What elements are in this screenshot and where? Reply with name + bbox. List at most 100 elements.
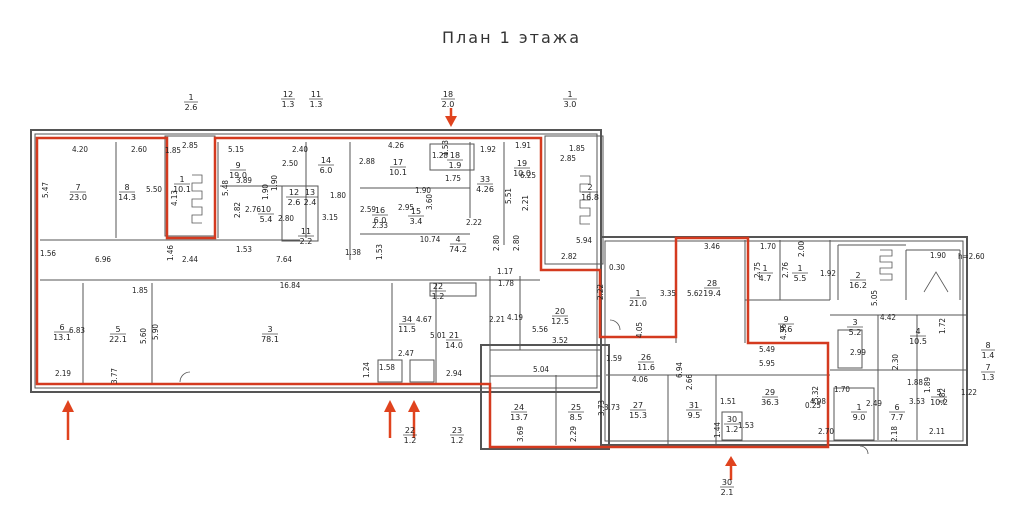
dimension-label: 1.22 [961, 388, 977, 397]
dimension-label: 4.82 [938, 388, 947, 404]
dimension-label: 1.90 [415, 186, 431, 195]
room-number: 6 [894, 403, 899, 412]
dimension-label: 1.24 [362, 362, 371, 378]
room-area: 7.7 [891, 413, 904, 422]
dimension-label: 2.19 [55, 369, 71, 378]
room-area: 11.5 [398, 325, 416, 334]
walls [30, 129, 968, 455]
dimension-label: 1.44 [713, 422, 722, 438]
room-label: 166.0 [372, 206, 388, 225]
dimension-label: 5.01 [430, 331, 446, 340]
room-number: 10 [261, 205, 271, 214]
room-area: 12.5 [551, 317, 569, 326]
dimension-label: 5.60 [139, 328, 148, 344]
external-label: 12.6 [184, 93, 198, 112]
external-label: 121.3 [281, 90, 295, 109]
external-area: 1.4 [982, 351, 995, 360]
dimension-label: 4.42 [880, 313, 896, 322]
room-area: 1.2 [726, 425, 739, 434]
dimension-label: 2.59 [360, 205, 376, 214]
building-bottom-block [480, 344, 610, 450]
dimension-label: 1.70 [760, 242, 776, 251]
dimension-label: 1.89 [923, 377, 932, 393]
entrance-arrow-bottom-right [725, 456, 737, 480]
dimension-label: 2.80 [278, 214, 294, 223]
dimension-label: 2.94 [446, 369, 462, 378]
dimension-label: 3.73 [604, 403, 620, 412]
external-label: 13.0 [563, 90, 577, 109]
room-area: 36.3 [761, 398, 779, 407]
room-area: 16.2 [849, 281, 867, 290]
room-number: 26 [641, 353, 651, 362]
room-area: 11.6 [637, 363, 655, 372]
room-area: 5.5 [794, 274, 807, 283]
room-area: 1.2 [432, 292, 445, 301]
external-number: 11 [311, 90, 321, 99]
entrance-arrow-top [445, 108, 457, 127]
plan-title: План 1 этажа [442, 28, 581, 47]
dimension-label: 7.64 [276, 255, 292, 264]
dimension-label: 6.83 [69, 326, 85, 335]
dimension-label: 1.85 [132, 286, 148, 295]
external-area: 2.1 [721, 488, 734, 497]
room-area: 10.2 [930, 398, 948, 407]
entrance-arrows [62, 108, 737, 480]
room-number: 29 [765, 388, 775, 397]
dimension-label: 1.78 [498, 279, 514, 288]
room-number: 1 [856, 403, 861, 412]
room-area: 10.0 [513, 169, 531, 178]
dimension-label: 5.47 [41, 182, 50, 198]
dimension-label: 1.72 [938, 318, 947, 334]
dimension-label: 4.13 [170, 190, 179, 206]
dimension-label: 4.98 [810, 397, 826, 406]
room-label: 216.2 [849, 271, 867, 290]
dimension-label: 2.40 [292, 145, 308, 154]
dimension-label: 4.36 [779, 324, 788, 340]
room-number: 9 [783, 315, 788, 324]
room-area: 23.0 [69, 193, 87, 202]
dimension-label: 4.06 [632, 375, 648, 384]
room-number: 2 [587, 183, 592, 192]
dimension-label: 2.80 [512, 235, 521, 251]
room-area: 16.8 [581, 193, 599, 202]
room-label: 334.26 [476, 175, 494, 194]
room-number: 12 [289, 188, 299, 197]
external-area: 2.0 [442, 100, 455, 109]
dimension-label: 2.47 [398, 349, 414, 358]
dimension-label: 3.52 [552, 336, 568, 345]
room-number: 3 [852, 318, 857, 327]
room-area: 4.26 [476, 185, 494, 194]
dimension-label: 1.91 [515, 141, 531, 150]
room-label: 112.2 [298, 227, 314, 246]
room-number: 13 [305, 188, 315, 197]
room-area: 6.0 [320, 166, 333, 175]
room-number: 1 [797, 264, 802, 273]
room-number: 5 [936, 388, 941, 397]
dimension-label: 5.94 [576, 236, 592, 245]
dimension-label: 5.56 [532, 325, 548, 334]
external-number: 12 [283, 90, 293, 99]
room-area: 1.9 [449, 161, 462, 170]
entrance-arrow-bottom-mid-2 [408, 400, 420, 438]
dimension-label: 1.53 [375, 244, 384, 260]
dimension-label: 2.29 [569, 426, 578, 442]
dimension-label: 1.28 [432, 151, 448, 160]
external-label: 302.1 [720, 478, 734, 497]
dimension-label: 6.96 [95, 255, 111, 264]
side-note: h=2.60 [958, 252, 985, 261]
dimension-label: 1.46 [166, 245, 175, 261]
room-number: 9 [235, 161, 240, 170]
dimension-label: 2.82 [233, 202, 242, 218]
external-area: 1.3 [982, 373, 995, 382]
room-label: 105.4 [258, 205, 274, 224]
room-area: 19.0 [229, 171, 247, 180]
dimension-label: 1.59 [606, 354, 622, 363]
